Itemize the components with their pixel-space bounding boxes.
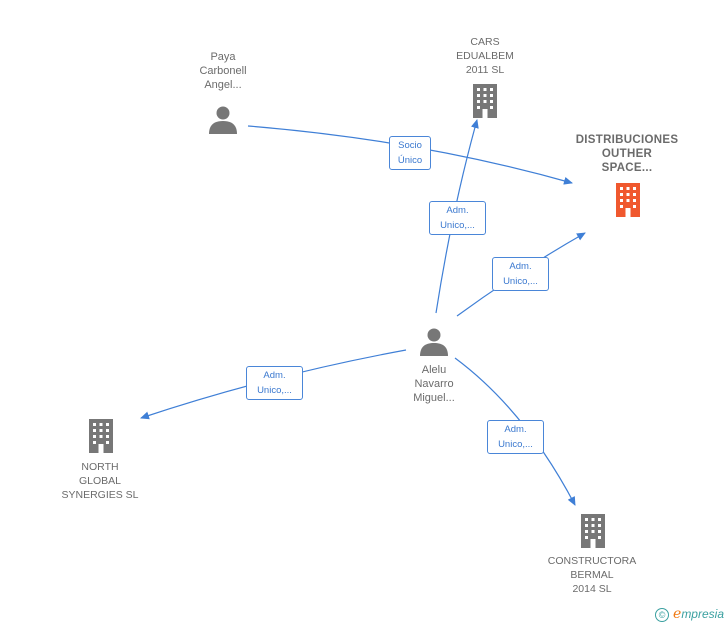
building-icon[interactable] <box>613 183 643 217</box>
empresia-brand: ©empresia <box>655 606 724 622</box>
brand-rest: mpresia <box>681 607 724 621</box>
building-icon[interactable] <box>578 514 608 548</box>
person-icon[interactable] <box>208 104 238 134</box>
edge-label-socio-unico: Socio Único <box>389 136 431 170</box>
edge-label-adm-constructora: Adm. Unico,... <box>487 420 544 454</box>
person-label-paya[interactable]: Paya Carbonell Angel... <box>199 51 247 91</box>
person-label-alelu[interactable]: Alelu Navarro Miguel... <box>413 364 455 404</box>
building-icon[interactable] <box>470 84 500 118</box>
copyright-icon: © <box>655 607 670 622</box>
edge-label-adm-cars: Adm. Unico,... <box>429 201 486 235</box>
company-label-distribuciones[interactable]: DISTRIBUCIONES OUTHER SPACE... <box>575 134 679 174</box>
company-label-north[interactable]: NORTH GLOBAL SYNERGIES SL <box>61 461 139 501</box>
brand-e: e <box>673 606 682 622</box>
person-icon[interactable] <box>419 326 449 356</box>
building-icon[interactable] <box>86 419 116 453</box>
company-label-cars[interactable]: CARS EDUALBEM 2011 SL <box>456 36 514 76</box>
company-label-constructora[interactable]: CONSTRUCTORA BERMAL 2014 SL <box>547 555 637 595</box>
edge-label-adm-north: Adm. Unico,... <box>246 366 303 400</box>
edge-label-adm-distribuciones: Adm. Unico,... <box>492 257 549 291</box>
